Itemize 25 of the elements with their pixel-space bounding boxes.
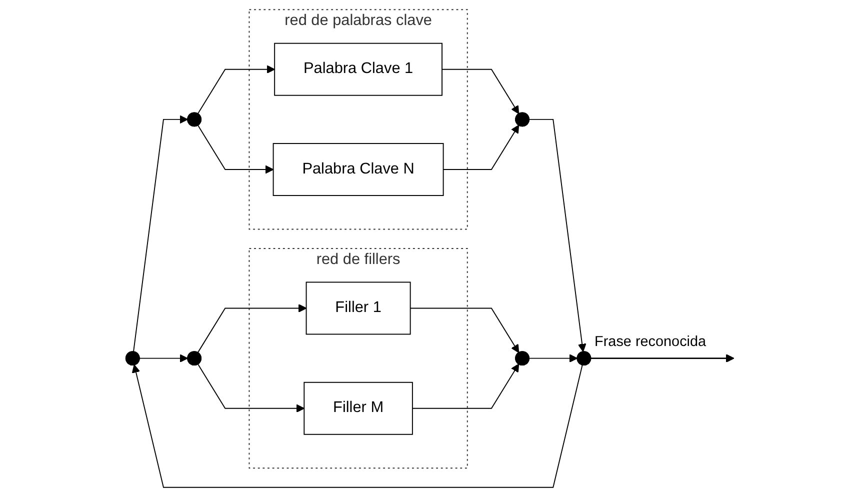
junction-dot <box>187 351 202 366</box>
junction-dot <box>187 112 202 127</box>
junction-dot <box>576 351 592 366</box>
arrow <box>412 364 520 409</box>
arrow <box>442 124 520 170</box>
arrow <box>590 354 734 363</box>
arrow <box>528 118 586 352</box>
process-box: Palabra Clave 1 <box>274 42 442 96</box>
arrow <box>528 354 578 363</box>
arrow <box>442 68 520 114</box>
arrow <box>410 308 520 353</box>
process-box: Palabra Clave N <box>272 143 444 196</box>
arrow <box>197 124 274 174</box>
process-box: Filler M <box>304 382 413 435</box>
arrow <box>197 65 275 114</box>
junction-dot <box>515 351 530 366</box>
arrow <box>197 304 307 354</box>
node-caption: Frase reconocida <box>594 334 706 350</box>
junction-dot <box>515 112 530 127</box>
arrow <box>197 364 305 413</box>
arrow <box>133 115 188 352</box>
junction-dot <box>125 351 140 366</box>
arrow <box>132 364 583 488</box>
arrow <box>138 354 188 363</box>
process-box: Filler 1 <box>306 282 411 335</box>
